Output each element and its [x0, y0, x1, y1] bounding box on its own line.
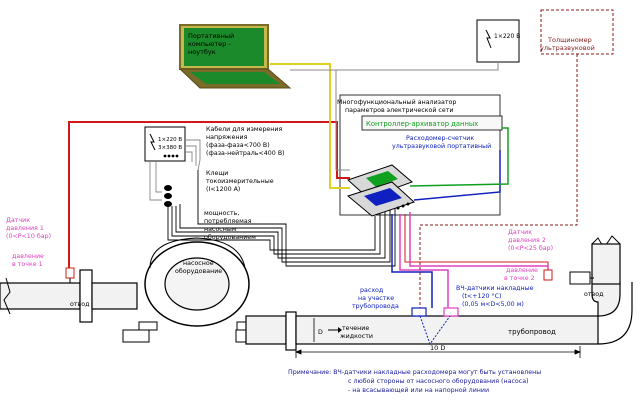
- ultrasonic-path: [419, 315, 451, 346]
- sensor2-label-1: Датчик: [508, 229, 532, 236]
- cables-label-3: (фаза-фаза<700 В): [206, 142, 270, 149]
- power-label-4: оборудованием: [204, 233, 256, 241]
- fluid-label-1: течение: [342, 325, 369, 332]
- blue-cable-1: [391, 214, 433, 308]
- analyzer-label-1: Многофункциональный анализатор: [337, 98, 456, 106]
- pressure-sensor-2: [543, 269, 553, 281]
- cables-label-2: напряжения: [206, 134, 248, 141]
- pipeline-label: трубопровод: [508, 328, 556, 336]
- transducer-left: [411, 307, 427, 317]
- flowmeter-label-1: Расходомер-счетчик: [406, 135, 474, 142]
- power-supply-terminals: [163, 154, 179, 158]
- laptop-label-line2: компьютер -: [188, 40, 231, 48]
- power-supply-line2: 3×380 В: [158, 145, 182, 151]
- cables-label-4: (фаза-нейтраль<400 В): [206, 149, 285, 157]
- pressure2-label-1: давление: [506, 267, 538, 274]
- discharge-pipe: [245, 281, 633, 351]
- inlet-pipe: [0, 269, 138, 323]
- note-line-3: - на всасывающей или на напорной линии: [348, 386, 489, 394]
- sensor1-label-1: Датчик: [6, 217, 30, 224]
- laptop-label-line1: Портативный: [188, 32, 234, 40]
- pump-label-2: оборудование: [175, 267, 222, 275]
- ten-d-dimension: [294, 346, 582, 358]
- d-mark-label: D: [318, 329, 323, 336]
- tap1-label: отвод: [70, 301, 90, 308]
- pressure-sensor-1: [65, 267, 75, 279]
- red-cable-sensor1: [68, 121, 350, 268]
- ten-d-label: 10 D: [430, 344, 445, 352]
- cables-label-1: Кабели для измерения: [206, 125, 283, 133]
- clamps-label-2: токоизмерительные: [206, 178, 274, 185]
- sensor1-label-2: давления 1: [6, 225, 44, 232]
- power-supply-lightning-icon: [149, 133, 156, 151]
- transducer-right: [443, 307, 459, 317]
- controller-label: Контроллер-архиватор данных: [366, 120, 478, 128]
- gray-power-cable: [290, 62, 499, 71]
- power-label-3: насосным: [204, 226, 237, 233]
- note-line-1: Примечание: ВЧ-датчики накладные расходо…: [288, 368, 541, 376]
- yellow-usb-cable: [270, 63, 350, 189]
- pump-label-1: насосное: [183, 260, 214, 267]
- controller-label-box: [361, 115, 503, 131]
- power-socket-label: 1×220 В: [494, 33, 520, 40]
- pump: [122, 237, 263, 343]
- power-label-2: потребляемая: [204, 217, 252, 225]
- sensor2-label-3: (0<P<25 бар): [508, 244, 553, 252]
- tap2-label: отвод: [584, 291, 604, 298]
- laptop-label-line3: ноутбук: [188, 48, 216, 56]
- laptop: [178, 24, 292, 89]
- flowmeter-device: [346, 181, 415, 217]
- sensor2-label-2: давления 2: [508, 237, 546, 244]
- power-socket-box: [476, 19, 520, 63]
- pressure1-label-1: давление: [12, 253, 44, 260]
- inlet-break-mark: [3, 277, 11, 315]
- power-label-1: мощность,: [204, 210, 239, 217]
- flow-label-2: на участке: [358, 295, 394, 302]
- thickness-gauge-line2: ультразвуковой: [540, 44, 595, 52]
- magenta-cable-2: [409, 212, 549, 270]
- flow-label-1: расход: [360, 287, 384, 294]
- transducers-label-3: (0,05 м<D<5,00 м): [462, 301, 524, 308]
- flow-label-3: трубопровода: [352, 302, 399, 310]
- thickness-gauge-line1: Толщиномер: [547, 36, 592, 44]
- cable-bundle: [149, 139, 396, 267]
- analyzer-label-2: параметров электрической сети: [345, 106, 454, 114]
- sensor1-label-3: (0<P<10 бар): [6, 232, 51, 240]
- pressure2-label-2: в точке 2: [504, 275, 535, 282]
- flowmeter-label-2: ультразвуковой портативный: [392, 142, 491, 150]
- clamp-icons: [164, 185, 172, 207]
- lightning-icon: [485, 29, 492, 49]
- transducers-label-1: ВЧ-датчики накладные: [456, 285, 534, 292]
- green-cable: [409, 127, 509, 187]
- note-line-2: с любой стороны от насосного оборудовани…: [348, 377, 529, 385]
- power-supply-line1: 1×220 В: [158, 137, 182, 143]
- pressure1-label-2: в точке 1: [12, 261, 43, 268]
- clamps-label-1: Клещи: [206, 170, 228, 177]
- magenta-cable-1: [399, 214, 449, 308]
- clamps-label-3: (I<1200 А): [206, 186, 240, 193]
- blue-cable-2: [413, 150, 501, 201]
- fluid-label-2: жидкости: [340, 333, 373, 340]
- laptop-label: Портативный компьютер - ноутбук: [188, 32, 234, 56]
- transducers-label-2: (t<+120 °С): [462, 292, 502, 300]
- thickness-gauge-line: [419, 54, 578, 310]
